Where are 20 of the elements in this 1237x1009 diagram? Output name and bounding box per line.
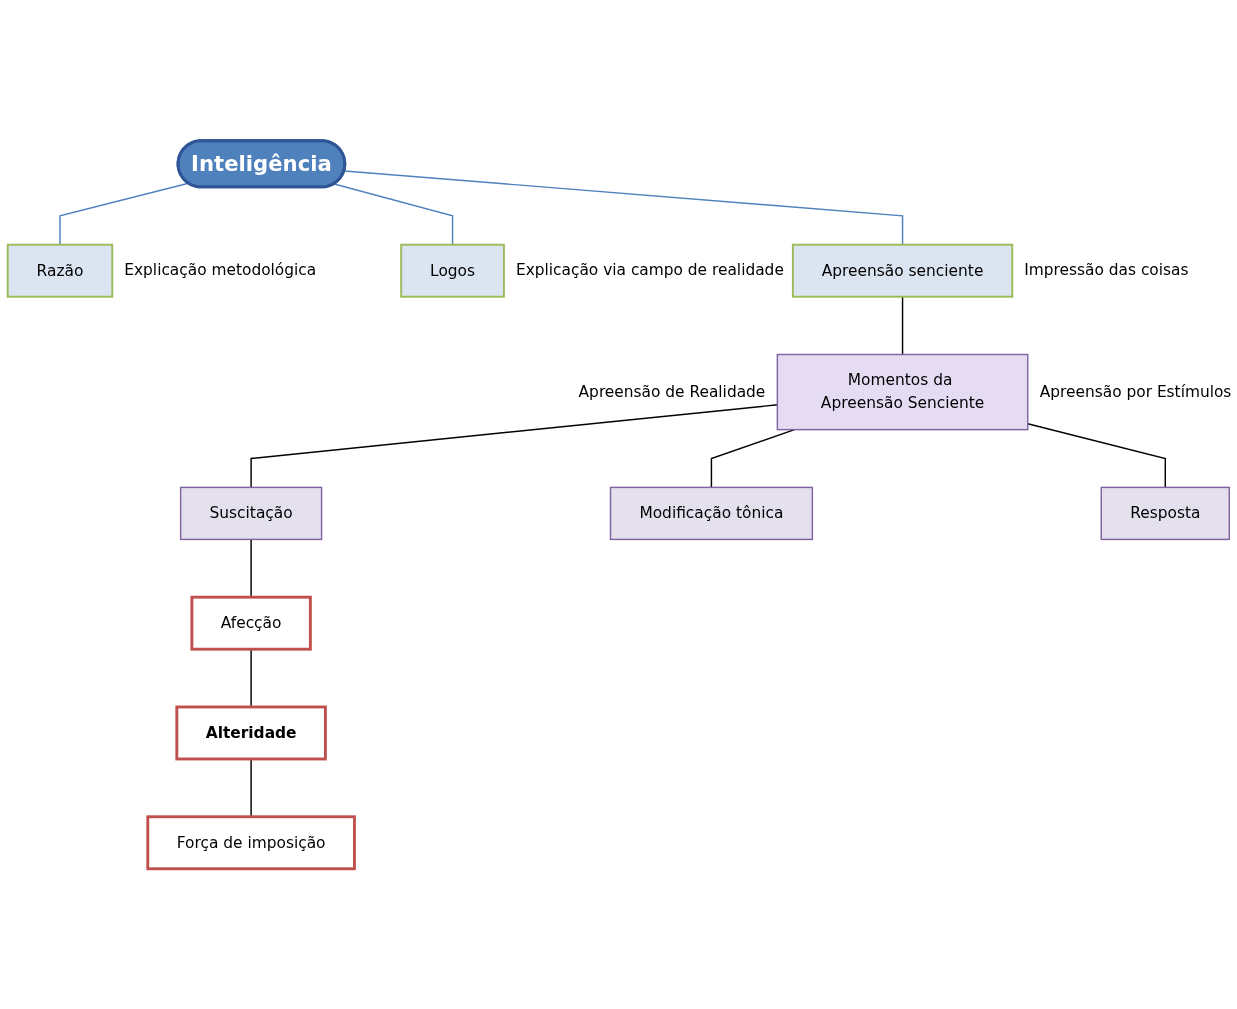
node-box: Resposta [1100, 486, 1230, 540]
node-box: Momentos da Apreensão Senciente [776, 353, 1029, 431]
connector [333, 183, 454, 246]
connector [343, 170, 904, 246]
side-note: Apreensão de Realidade [578, 382, 766, 401]
connector [901, 295, 904, 355]
node-box: Suscitação [179, 486, 323, 540]
connector [710, 428, 796, 488]
side-note: Explicação via campo de realidade [515, 261, 784, 280]
node-box: Logos [400, 243, 505, 298]
node-box: Afecção [190, 595, 312, 651]
side-note: Impressão das coisas [1024, 261, 1189, 280]
connector [1027, 422, 1166, 488]
node-box: Modificação tônica [609, 486, 814, 540]
side-note: Explicação metodológica [124, 261, 317, 280]
side-note: Apreensão por Estímulos [1039, 382, 1232, 401]
node-box: Força de imposição [146, 815, 356, 870]
node-box: Apreensão senciente [791, 243, 1014, 298]
node-box: Razão [6, 243, 114, 298]
node-box: Alteridade [175, 705, 327, 761]
